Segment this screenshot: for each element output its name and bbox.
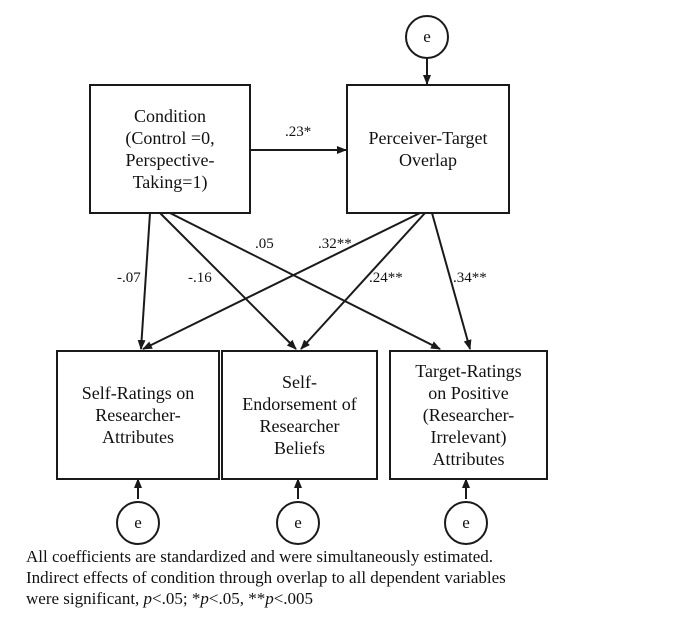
box-self-endorsement-line: Self- (282, 372, 317, 392)
arrow-overlap-to-self-endorsement (300, 212, 426, 350)
coef-overlap-to-self-endorsement: .24** (369, 270, 403, 286)
box-perceiver-target-overlap: Perceiver-Target Overlap (346, 84, 510, 214)
error-circle-overlap: e (405, 15, 449, 59)
box-target-ratings-line: Irrelevant) (430, 427, 507, 447)
footnote-p: p (265, 589, 274, 608)
error-circle-self-endorsement: e (276, 501, 320, 545)
arrow-condition-to-self-endorsement (159, 212, 297, 350)
box-self-endorsement: Self- Endorsement of Researcher Beliefs (221, 350, 378, 480)
box-target-ratings-line: (Researcher- (422, 405, 515, 425)
footnote: All coefficients are standardized and we… (26, 546, 506, 609)
footnote-p: p (143, 589, 153, 608)
box-self-endorsement-line: Beliefs (274, 438, 325, 458)
box-condition-line: Perspective- (125, 150, 215, 170)
box-self-endorsement-line: Researcher (259, 416, 340, 436)
box-target-ratings-line: Target-Ratings (415, 361, 522, 381)
coef-overlap-to-target-ratings: .34** (453, 270, 487, 286)
box-self-ratings-line: Self-Ratings on (81, 383, 195, 403)
box-condition-line: (Control =0, (125, 128, 215, 148)
box-self-ratings: Self-Ratings on Researcher- Attributes (56, 350, 220, 480)
box-overlap-line: Perceiver-Target (368, 128, 488, 148)
coef-condition-to-target-ratings: .05 (255, 236, 274, 252)
box-target-ratings: Target-Ratings on Positive (Researcher- … (389, 350, 548, 480)
error-circle-target-ratings: e (444, 501, 488, 545)
coef-condition-to-self-endorsement: -.16 (188, 270, 212, 286)
arrow-condition-to-target-ratings (169, 212, 441, 350)
arrow-condition-to-self-ratings (137, 212, 151, 350)
error-label: e (462, 513, 470, 532)
arrow-overlap-to-target-ratings (431, 212, 472, 350)
coef-condition-to-overlap: .23* (285, 124, 312, 140)
error-circle-self-ratings: e (116, 501, 160, 545)
arrow-overlap-to-self-ratings (142, 212, 421, 350)
footnote-line-2: Indirect effects of condition through ov… (26, 568, 506, 587)
coef-overlap-to-self-ratings: .32** (318, 236, 352, 252)
coef-condition-to-self-ratings: -.07 (117, 270, 141, 286)
box-condition-line: Condition (133, 106, 206, 126)
error-label: e (423, 27, 431, 46)
error-label: e (134, 513, 142, 532)
box-overlap-line: Overlap (399, 150, 457, 170)
box-condition-line: Taking=1) (132, 172, 208, 192)
footnote-line-3: were significant, p<.05; *p<.05, **p<.00… (26, 588, 506, 609)
footnote-text: <.05; * (152, 589, 201, 608)
footnote-text: were significant, (26, 589, 144, 608)
box-target-ratings-line: Attributes (432, 449, 505, 469)
box-self-ratings-line: Attributes (102, 427, 174, 447)
footnote-p: p (200, 589, 209, 608)
box-condition: Condition (Control =0, Perspective- Taki… (89, 84, 251, 214)
error-label: e (294, 513, 302, 532)
footnote-text: <.05, ** (208, 589, 266, 608)
footnote-text: <.005 (273, 589, 314, 608)
footnote-line-1: All coefficients are standardized and we… (26, 547, 494, 566)
box-self-endorsement-line: Endorsement of (242, 394, 357, 414)
box-self-ratings-line: Researcher- (95, 405, 181, 425)
box-target-ratings-line: on Positive (428, 383, 509, 403)
